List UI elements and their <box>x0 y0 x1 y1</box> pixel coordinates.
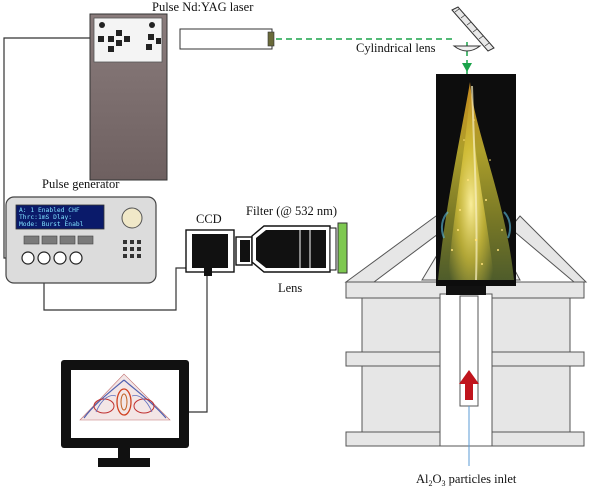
inlet-label: Al2O3 particles inlet <box>416 472 517 488</box>
camera-lens: Lens <box>251 225 331 295</box>
optical-filter: Filter (@ 532 nm) <box>246 204 348 274</box>
display-line-2: Thrc:1mS Dlay: <box>19 214 72 221</box>
wire-generator-to-ccd <box>43 266 190 311</box>
generator-connectors <box>21 251 83 265</box>
generator-keypad <box>123 240 141 258</box>
generator-knob <box>121 207 143 229</box>
pulse-generator: A: 1 Enabled CHF Thrc:1mS Dlay: Mode: Bu… <box>5 177 157 284</box>
laser-panel-buttons <box>98 22 161 52</box>
pulse-laser-unit: Pulse Nd:YAG laser <box>89 0 254 181</box>
display-line-1: A: 1 Enabled CHF <box>19 207 80 214</box>
display-line-3: Mode: Burst Enabl <box>19 221 84 228</box>
flame-image <box>436 74 516 286</box>
monitor <box>61 360 189 467</box>
mirror <box>451 6 495 52</box>
filter-label: Filter (@ 532 nm) <box>246 204 337 218</box>
generator-buttons <box>23 235 94 245</box>
laser-label: Pulse Nd:YAG laser <box>152 0 254 14</box>
wire-ccd-to-monitor <box>185 272 208 413</box>
burner-cone-right <box>509 215 588 283</box>
ccd-camera: CCD <box>185 212 253 276</box>
lens-label: Lens <box>278 281 302 295</box>
inlet-arrow <box>459 370 479 400</box>
laser-head <box>179 28 275 50</box>
generator-display <box>15 204 105 230</box>
ccd-label: CCD <box>196 212 222 226</box>
cylindrical-lens <box>452 45 482 52</box>
flow-field-image <box>79 373 171 421</box>
pulse-generator-label: Pulse generator <box>42 177 120 191</box>
cylindrical-lens-label: Cylindrical lens <box>356 41 436 55</box>
laser-beam-arrowhead <box>462 63 472 72</box>
nozzle-exit <box>446 284 486 295</box>
